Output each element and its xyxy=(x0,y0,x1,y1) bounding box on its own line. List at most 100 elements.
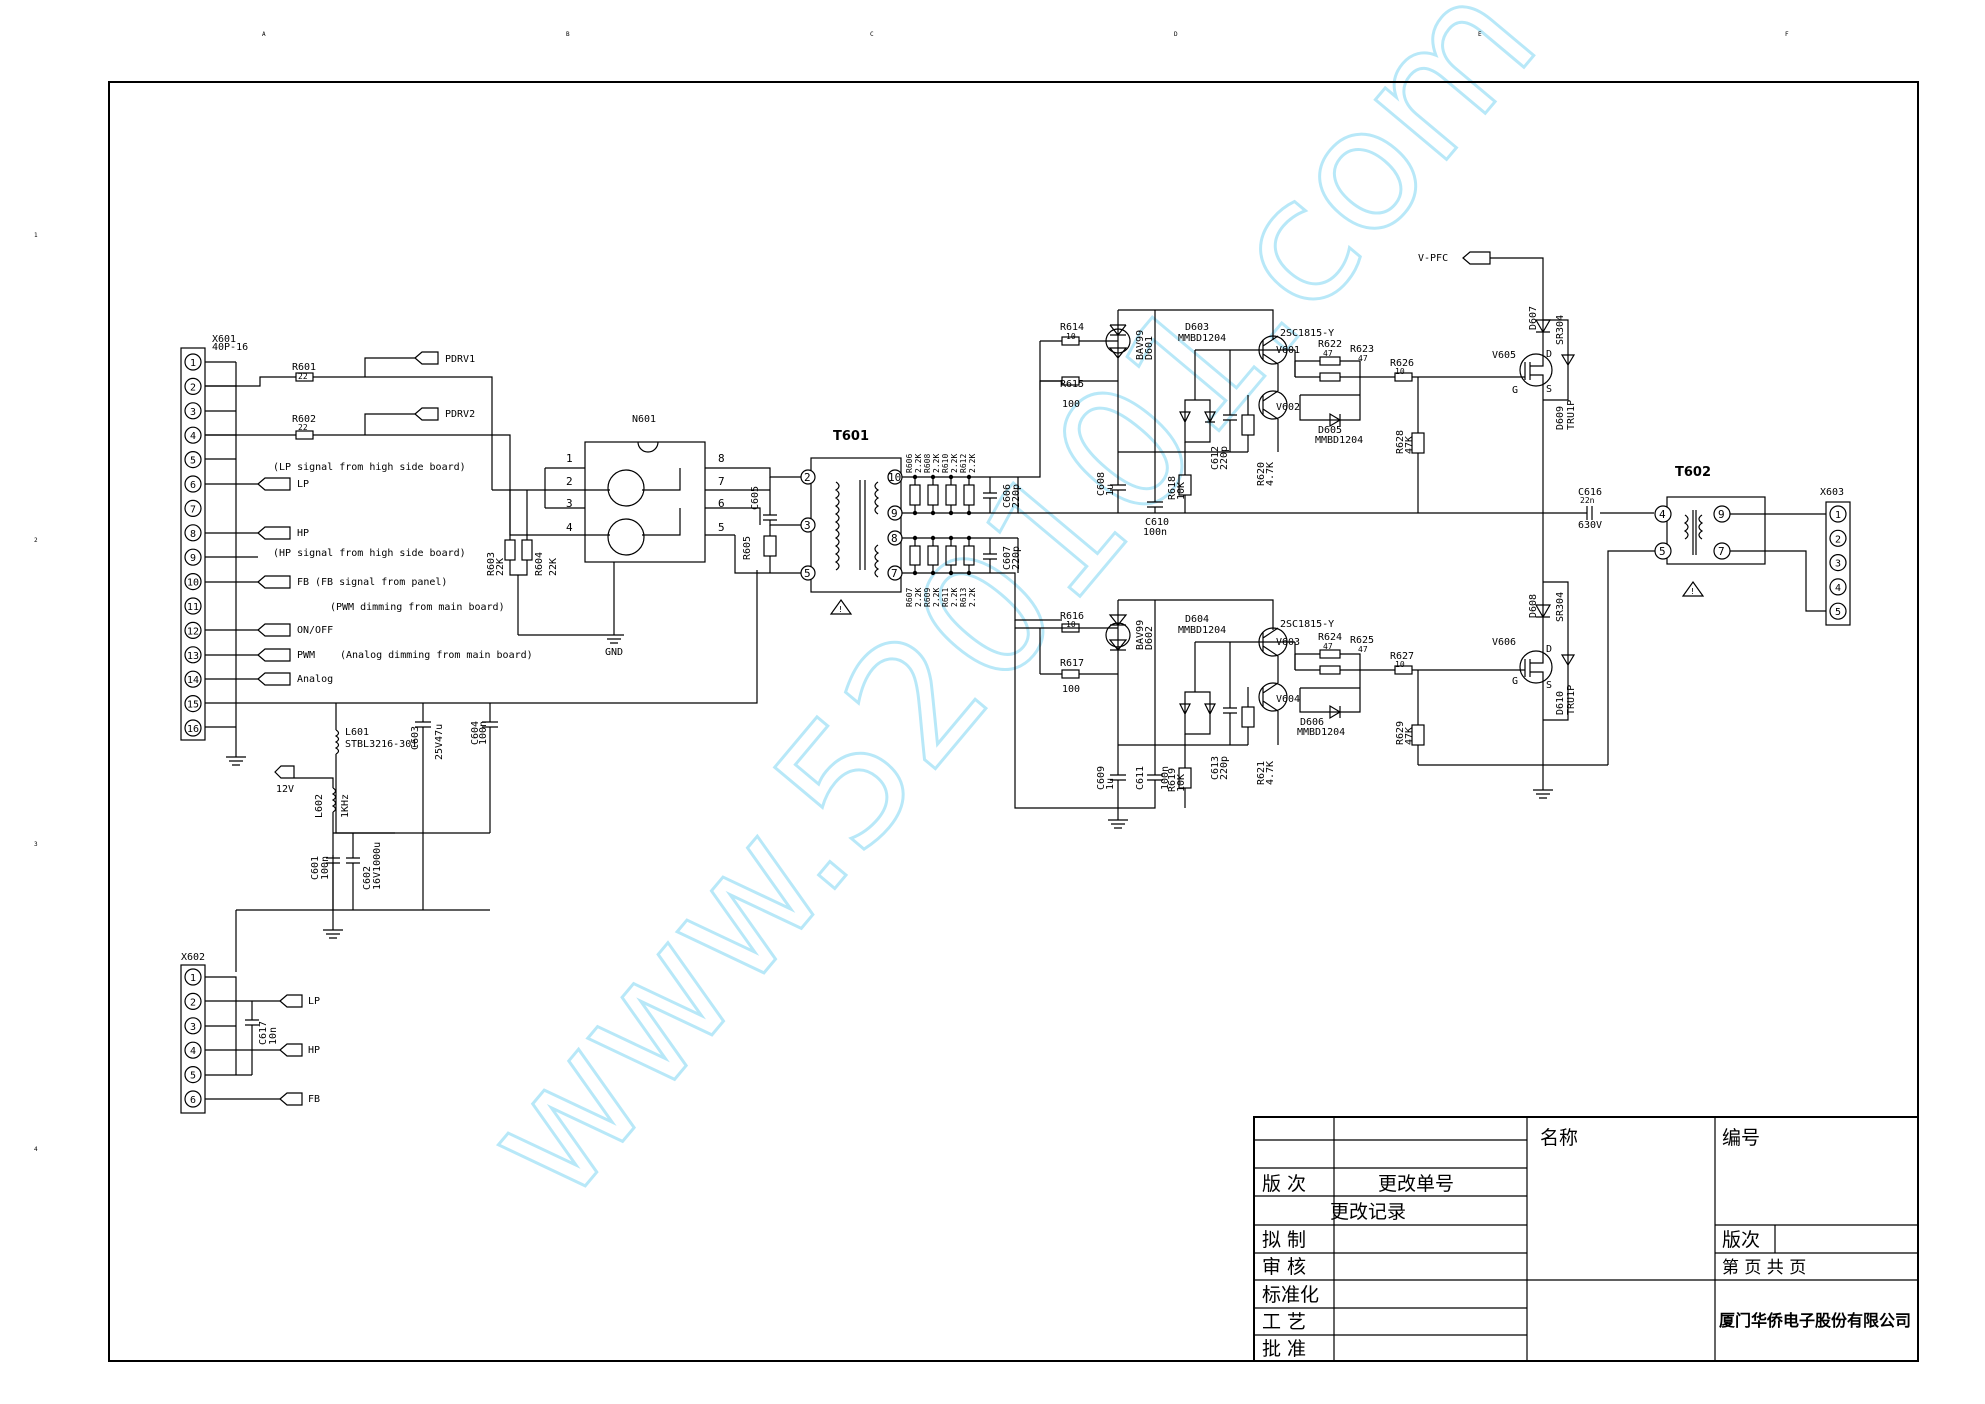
svg-text:47: 47 xyxy=(1358,645,1368,654)
svg-text:V602: V602 xyxy=(1276,402,1300,413)
svg-text:22K: 22K xyxy=(548,558,559,576)
svg-text:22n: 22n xyxy=(1580,496,1595,505)
svg-text:G: G xyxy=(1512,385,1518,396)
svg-text:D603: D603 xyxy=(1185,322,1209,333)
t602: T602 4 5 9 7 ! xyxy=(1607,465,1826,765)
bot-resistor-ref: R613 xyxy=(959,588,968,607)
top-junction-dot xyxy=(912,474,918,480)
svg-text:10: 10 xyxy=(888,471,901,484)
border-marks: A B C D E F 1 2 3 4 xyxy=(34,31,1789,1153)
svg-text:D: D xyxy=(1546,644,1552,655)
c602: C602 16V1000u xyxy=(346,833,383,910)
top-junction-dot xyxy=(948,510,954,516)
svg-text:PDRV1: PDRV1 xyxy=(445,354,475,365)
svg-text:R605: R605 xyxy=(742,536,753,560)
v606: V606 G D S D608 SR304 D610 TRU1P xyxy=(1418,513,1608,799)
svg-text:R616: R616 xyxy=(1060,611,1084,622)
top-junction-dot xyxy=(966,510,972,516)
top-resistor-value: 2.2K xyxy=(950,454,959,473)
x602-pin-label: 1 xyxy=(190,973,196,984)
x602-pin-circle xyxy=(184,1090,202,1108)
svg-text:LP: LP xyxy=(308,996,320,1007)
gnd-bus-bottom xyxy=(236,909,490,939)
svg-text:R602: R602 xyxy=(292,414,316,425)
svg-text:2SC1815-Y: 2SC1815-Y xyxy=(1280,328,1334,339)
svg-text:D: D xyxy=(1174,31,1178,38)
svg-text:MMBD1204: MMBD1204 xyxy=(1178,333,1226,344)
svg-text:标准化: 标准化 xyxy=(1262,1284,1319,1306)
svg-text:FB: FB xyxy=(297,577,309,588)
x602-pin-label: 6 xyxy=(190,1095,196,1106)
svg-text:BAV99: BAV99 xyxy=(1135,330,1146,360)
x603-pin-label: 3 xyxy=(1835,559,1841,570)
svg-text:C: C xyxy=(870,31,874,38)
x601-pin-label: 14 xyxy=(187,675,199,686)
x601-pin-circle xyxy=(184,475,202,493)
svg-text:C613: C613 xyxy=(1210,756,1221,780)
svg-text:D606: D606 xyxy=(1300,717,1324,728)
svg-text:220p: 220p xyxy=(1011,484,1022,508)
svg-text:D607: D607 xyxy=(1528,306,1539,330)
x603-pin-label: 1 xyxy=(1835,510,1841,521)
x601-pin-label: 2 xyxy=(190,382,196,393)
svg-text:1u: 1u xyxy=(1105,778,1116,790)
x601-pin-circle xyxy=(184,377,202,395)
bot-junction-dot xyxy=(948,535,954,541)
svg-text:R621: R621 xyxy=(1256,761,1267,785)
svg-text:22: 22 xyxy=(298,423,308,432)
top-resistor xyxy=(927,484,939,506)
svg-text:FB: FB xyxy=(308,1094,320,1105)
bottom-gate-feed xyxy=(1000,572,1062,621)
bot-resistor-value: 2.2K xyxy=(914,588,923,607)
svg-text:C616: C616 xyxy=(1578,487,1602,498)
svg-text:N601: N601 xyxy=(632,414,656,425)
x601-pin-circle xyxy=(184,646,202,664)
svg-text:1u: 1u xyxy=(1105,484,1116,496)
svg-text:X601: X601 xyxy=(212,334,236,345)
svg-text:C611: C611 xyxy=(1135,766,1146,790)
svg-text:16V1000u: 16V1000u xyxy=(372,842,383,890)
svg-text:D609: D609 xyxy=(1555,406,1566,430)
svg-text:8: 8 xyxy=(718,452,725,465)
svg-text:HP: HP xyxy=(297,528,309,539)
svg-text:2: 2 xyxy=(804,471,811,484)
svg-text:D: D xyxy=(1546,349,1552,360)
x601-pin-label: 8 xyxy=(190,529,196,540)
svg-text:PDRV2: PDRV2 xyxy=(445,409,475,420)
svg-text:R620: R620 xyxy=(1256,462,1267,486)
svg-text:10: 10 xyxy=(1395,367,1405,376)
svg-text:C607: C607 xyxy=(1002,546,1013,570)
svg-text:100n: 100n xyxy=(320,856,331,880)
svg-text:R619: R619 xyxy=(1167,768,1178,792)
svg-text:9: 9 xyxy=(1718,508,1725,521)
bot-junction-dot xyxy=(912,570,918,576)
x602-pin-label: 2 xyxy=(190,997,196,1008)
svg-text:4.7K: 4.7K xyxy=(1265,761,1276,785)
svg-text:R624: R624 xyxy=(1318,632,1342,643)
svg-text:BAV99: BAV99 xyxy=(1135,620,1146,650)
svg-text:(HP signal from high side boar: (HP signal from high side board) xyxy=(273,548,466,559)
c617: C617 10n xyxy=(258,1021,279,1045)
svg-text:版次: 版次 xyxy=(1722,1229,1760,1251)
svg-text:630V: 630V xyxy=(1578,520,1602,531)
svg-text:V601: V601 xyxy=(1276,345,1300,356)
svg-text:C603: C603 xyxy=(410,726,421,750)
svg-text:X603: X603 xyxy=(1820,487,1844,498)
bot-junction-dot xyxy=(966,570,972,576)
svg-text:L602: L602 xyxy=(314,794,325,818)
svg-text:审 核: 审 核 xyxy=(1262,1256,1306,1278)
svg-text:1: 1 xyxy=(34,232,38,239)
svg-text:R626: R626 xyxy=(1390,358,1414,369)
svg-text:220p: 220p xyxy=(1219,756,1230,780)
bot-junction-dot xyxy=(912,535,918,541)
x601-pin-circle xyxy=(184,353,202,371)
x601-pin-label: 11 xyxy=(187,602,199,613)
r605: R605 xyxy=(742,525,777,573)
svg-text:SR304: SR304 xyxy=(1555,592,1566,622)
svg-text:(FB signal from panel): (FB signal from panel) xyxy=(315,577,447,588)
svg-text:4.7K: 4.7K xyxy=(1265,462,1276,486)
svg-text:C608: C608 xyxy=(1096,472,1107,496)
